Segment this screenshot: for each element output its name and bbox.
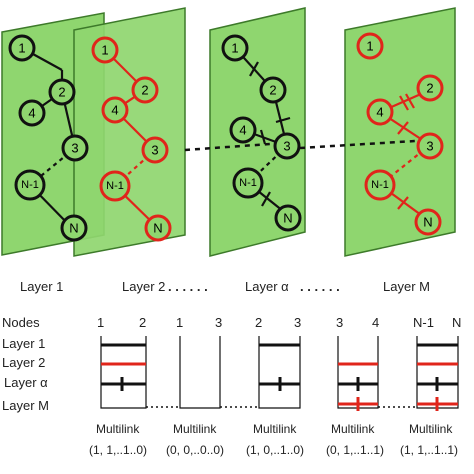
- col-4-node-b: 4: [372, 315, 379, 330]
- layer-2-plane: [73, 7, 186, 257]
- col-3-node-a: 2: [255, 315, 262, 330]
- node-circle: [61, 134, 89, 162]
- node-label: N: [69, 221, 78, 236]
- node-label: 2: [269, 83, 276, 98]
- layer-2-title: Layer 2: [122, 279, 165, 294]
- node-label: N-1: [21, 179, 39, 191]
- multilink-captions: Multilink (1, 1,..1..0) Multilink (0, 0,…: [89, 422, 458, 457]
- node-circle: [364, 169, 396, 201]
- node-label: 3: [283, 139, 290, 154]
- node-circle: [416, 74, 444, 102]
- node-circle: [274, 204, 302, 232]
- node-label: 4: [111, 103, 118, 118]
- node-label: 1: [231, 41, 238, 56]
- node-circle: [232, 167, 264, 199]
- col-1-multilink-label: Multilink: [96, 422, 140, 436]
- node-label: 4: [376, 105, 383, 120]
- layer-alpha-title: Layer α: [245, 279, 289, 294]
- multilink-bars: [101, 343, 458, 411]
- node-circle: [356, 32, 384, 60]
- node-circle: [8, 34, 36, 62]
- col-2-multilink-vector: (0, 0,..0..0): [166, 443, 224, 457]
- layer-1-title: Layer 1: [20, 279, 63, 294]
- node-label: 3: [426, 139, 433, 154]
- node-label: 2: [141, 83, 148, 98]
- node-circle: [91, 36, 119, 64]
- ellipsis-b: . . . . . .: [300, 279, 340, 294]
- col-4-node-a: 3: [336, 315, 343, 330]
- col-5-multilink-vector: (1, 1,..1..1): [400, 443, 458, 457]
- col-2-node-a: 1: [176, 315, 183, 330]
- node-label: 3: [71, 141, 78, 156]
- layer-alpha-nodes: 1 2 4 3 N-1 N: [221, 34, 302, 232]
- node-circle: [60, 214, 88, 242]
- node-circle: [416, 132, 444, 160]
- col-3-box: [258, 336, 301, 409]
- multilink-boxes: [100, 336, 459, 409]
- col-3-node-b: 3: [294, 315, 301, 330]
- layer-alpha-plane: [209, 7, 306, 257]
- node-circle: [366, 98, 394, 126]
- node-circle: [48, 78, 76, 106]
- node-circle: [101, 96, 129, 124]
- row-labels: Nodes Layer 1 Layer 2 Layer α Layer M: [2, 315, 49, 413]
- column-node-pairs: 1 2 1 3 2 3 3 4 N-1 N: [97, 315, 461, 330]
- node-label: 4: [28, 106, 35, 121]
- row-label-layer-alpha: Layer α: [4, 375, 48, 390]
- node-label: N: [153, 221, 162, 236]
- node-label: 1: [366, 39, 373, 54]
- node-label: N-1: [371, 179, 389, 191]
- col-5-multilink-label: Multilink: [409, 422, 453, 436]
- ellipsis-a: . . . . . .: [168, 279, 208, 294]
- col-2-node-b: 3: [215, 315, 222, 330]
- layer-m-nodes: 1 2 4 3 N-1 N: [356, 32, 444, 236]
- node-circle: [144, 214, 172, 242]
- node-label: 1: [101, 43, 108, 58]
- node-label: N-1: [106, 180, 124, 192]
- node-circle: [259, 76, 287, 104]
- col-1-node-b: 2: [139, 315, 146, 330]
- node-label: 2: [426, 81, 433, 96]
- col-4-multilink-label: Multilink: [331, 422, 375, 436]
- layer-2-nodes: 1 2 4 3 N-1 N: [91, 36, 172, 242]
- node-circle: [18, 99, 46, 127]
- node-circle: [99, 170, 131, 202]
- row-label-layer-2: Layer 2: [2, 355, 45, 370]
- node-circle: [273, 132, 301, 160]
- interlayer-dots-left: [184, 142, 271, 152]
- col-5-node-b: N: [452, 315, 461, 330]
- node-circle: [14, 169, 46, 201]
- col-3-multilink-label: Multilink: [253, 422, 297, 436]
- col-2-multilink-label: Multilink: [173, 422, 217, 436]
- row-label-layer-m: Layer M: [2, 398, 49, 413]
- node-label: 2: [58, 85, 65, 100]
- node-label: 3: [151, 143, 158, 158]
- col-3-multilink-vector: (1, 0,..1..0): [246, 443, 304, 457]
- col-1-box: [100, 336, 147, 409]
- node-circle: [414, 208, 442, 236]
- nodes-header: Nodes: [2, 315, 40, 330]
- col-1-node-a: 1: [97, 315, 104, 330]
- node-label: N: [423, 215, 432, 230]
- layer-titles: Layer 1 Layer 2 . . . . . . Layer α . . …: [20, 279, 430, 294]
- layer-m-title: Layer M: [383, 279, 430, 294]
- node-label: 1: [18, 41, 25, 56]
- node-circle: [229, 116, 257, 144]
- node-circle: [141, 136, 169, 164]
- node-label: N: [283, 211, 292, 226]
- col-1-multilink-vector: (1, 1,..1..0): [89, 443, 147, 457]
- row-label-layer-1: Layer 1: [2, 336, 45, 351]
- col-5-node-a: N-1: [413, 315, 434, 330]
- node-circle: [221, 34, 249, 62]
- node-circle: [131, 76, 159, 104]
- node-label: 4: [239, 123, 246, 138]
- node-label: N-1: [239, 177, 257, 189]
- layer-1-nodes: 1 2 4 3 N-1 N: [8, 34, 89, 242]
- col-4-multilink-vector: (0, 1,..1..1): [326, 443, 384, 457]
- col-2-box: [179, 336, 221, 409]
